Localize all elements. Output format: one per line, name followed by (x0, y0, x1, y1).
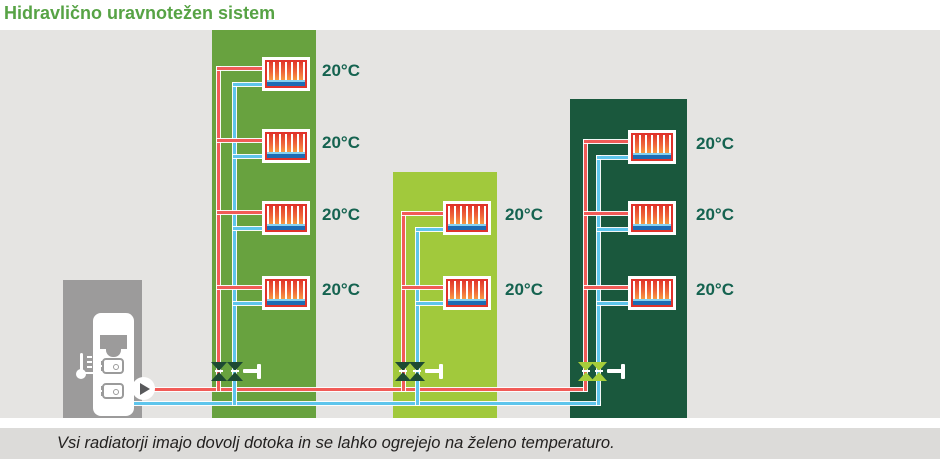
temperature-label: 20°C (322, 61, 360, 80)
supply-branch (217, 67, 265, 70)
boiler-vent (100, 335, 127, 349)
radiator (443, 201, 491, 235)
radiator (262, 57, 310, 91)
return-branch (597, 302, 631, 305)
return-riser-b1 (233, 83, 236, 405)
diagram-title: Hidravlično uravnotežen sistem (4, 3, 276, 23)
temperature-label: 20°C (322, 205, 360, 224)
supply-riser-b3 (584, 140, 587, 391)
thermometer-icon (80, 353, 83, 371)
temperature-label: 20°C (322, 280, 360, 299)
return-branch (233, 302, 265, 305)
supply-branch (584, 286, 631, 289)
radiator (262, 276, 310, 310)
temperature-label: 20°C (505, 280, 543, 299)
boiler-vent (106, 349, 121, 357)
radiator (628, 130, 676, 164)
valve-handle-icon (257, 364, 261, 379)
boiler-connection (101, 358, 124, 374)
radiator (628, 276, 676, 310)
supply-main-pipe (152, 388, 586, 391)
supply-riser-b2 (402, 212, 405, 391)
balancing-valve-icon (591, 362, 607, 381)
thermometer-icon (76, 369, 86, 379)
thermometer-icon (87, 361, 92, 363)
supply-branch (217, 211, 265, 214)
boiler-connection (101, 383, 124, 399)
balancing-valve-icon (409, 362, 425, 381)
return-branch (597, 156, 631, 159)
supply-branch (402, 212, 446, 215)
return-branch (416, 302, 446, 305)
return-riser-b3 (597, 156, 600, 405)
pump-icon (132, 377, 155, 400)
valve-handle-icon (607, 369, 622, 373)
supply-branch (584, 140, 631, 143)
valve-handle-icon (439, 364, 443, 379)
supply-branch (584, 212, 631, 215)
return-branch (597, 228, 631, 231)
supply-branch (217, 286, 265, 289)
thermometer-icon (84, 372, 93, 374)
valve-handle-icon (621, 364, 625, 379)
return-riser-b2 (416, 228, 419, 405)
temperature-label: 20°C (322, 133, 360, 152)
balancing-valve-icon (578, 362, 594, 381)
return-branch (416, 228, 446, 231)
supply-branch (217, 139, 265, 142)
return-branch (233, 155, 265, 158)
boiler-icon (93, 313, 134, 416)
temperature-label: 20°C (505, 205, 543, 224)
radiator (262, 129, 310, 163)
valve-handle-icon (243, 369, 258, 373)
supply-branch (402, 286, 446, 289)
caption-bar: Vsi radiatorji imajo dovolj dotoka in se… (0, 428, 940, 459)
return-branch (233, 83, 265, 86)
valve-handle-icon (425, 369, 440, 373)
return-branch (233, 227, 265, 230)
radiator (443, 276, 491, 310)
balancing-valve-icon (211, 362, 227, 381)
return-main-pipe (133, 402, 600, 405)
temperature-label: 20°C (696, 205, 734, 224)
balancing-valve-icon (395, 362, 411, 381)
temperature-label: 20°C (696, 280, 734, 299)
radiator (628, 201, 676, 235)
caption-text: Vsi radiatorji imajo dovolj dotoka in se… (57, 434, 615, 452)
radiator (262, 201, 310, 235)
thermometer-icon (87, 366, 92, 368)
temperature-label: 20°C (696, 134, 734, 153)
balancing-valve-icon (227, 362, 243, 381)
thermometer-icon (87, 356, 92, 358)
supply-riser-b1 (217, 67, 220, 391)
